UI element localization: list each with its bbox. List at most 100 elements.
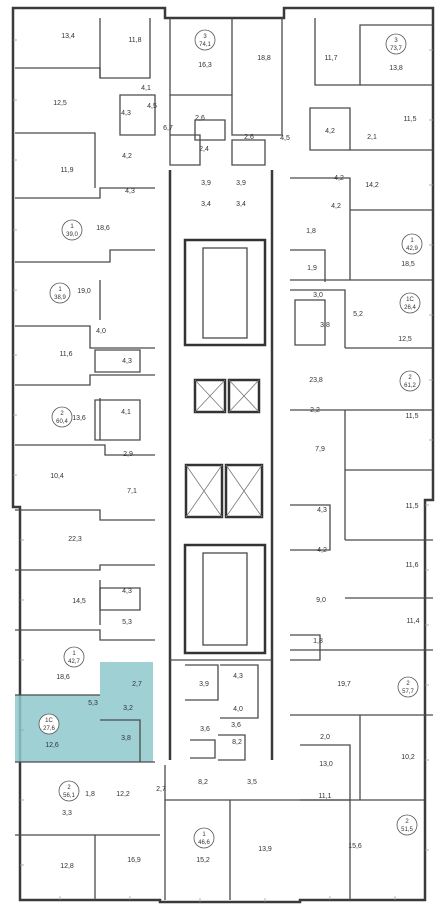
room-area-label: 12,5 — [53, 100, 67, 107]
room-area-label: 1,8 — [85, 791, 95, 798]
room-area-label: 15,6 — [348, 843, 362, 850]
svg-text:57,7: 57,7 — [402, 689, 414, 695]
apartment-badge[interactable]: 260,4 — [51, 406, 73, 428]
room-area-label: 12,8 — [60, 863, 74, 870]
apartment-badge[interactable]: 138,9 — [49, 282, 71, 304]
room-area-label: 1,8 — [313, 638, 323, 645]
room-area-label: 13,8 — [389, 65, 403, 72]
room-area-label: 5,3 — [88, 700, 98, 707]
room-area-label: 2,6 — [244, 134, 254, 141]
room-area-label: 4,2 — [122, 153, 132, 160]
room-area-label: 4,2 — [334, 175, 344, 182]
room-area-label: 6,7 — [163, 125, 173, 132]
room-area-label: 2,7 — [156, 786, 166, 793]
svg-text:42,9: 42,9 — [406, 246, 418, 252]
room-area-label: 10,4 — [50, 473, 64, 480]
elevator-1 — [193, 378, 227, 414]
room-area-label: 2,4 — [199, 146, 209, 153]
elevator-4 — [224, 463, 264, 519]
room-area-label: 14,5 — [72, 598, 86, 605]
room-area-label: 3,4 — [236, 201, 246, 208]
room-area-label: 23,8 — [309, 377, 323, 384]
svg-text:51,5: 51,5 — [401, 827, 413, 833]
room-area-label: 2,1 — [367, 134, 377, 141]
svg-text:27,6: 27,6 — [43, 726, 55, 732]
room-area-label: 11,8 — [128, 37, 141, 44]
svg-text:56,1: 56,1 — [63, 793, 75, 799]
svg-text:38,9: 38,9 — [54, 295, 66, 301]
room-area-label: 11,7 — [324, 55, 337, 62]
svg-text:60,4: 60,4 — [56, 419, 68, 425]
room-area-label: 4,3 — [233, 673, 243, 680]
svg-text:74,1: 74,1 — [199, 42, 211, 48]
room-area-label: 5,3 — [122, 619, 132, 626]
top-partitions — [169, 18, 433, 166]
svg-text:61,2: 61,2 — [404, 383, 416, 389]
apartment-badge[interactable]: 142,9 — [401, 233, 423, 255]
apartment-badge[interactable]: 251,5 — [396, 814, 418, 836]
room-area-label: 3,8 — [121, 735, 131, 742]
room-area-label: 12,5 — [398, 336, 412, 343]
svg-text:2: 2 — [60, 411, 64, 417]
room-area-label: 3,5 — [247, 779, 257, 786]
svg-text:2: 2 — [406, 681, 410, 687]
apartment-badge[interactable]: 256,1 — [58, 780, 80, 802]
bottom-partitions — [164, 659, 300, 900]
room-area-label: 7,9 — [315, 446, 325, 453]
room-area-label: 4,3 — [121, 110, 131, 117]
room-area-label: 13,0 — [319, 761, 333, 768]
room-area-label: 19,7 — [337, 681, 351, 688]
svg-text:2: 2 — [408, 375, 412, 381]
apartment-badge[interactable]: 142,7 — [63, 646, 85, 668]
room-area-label: 2,6 — [195, 115, 205, 122]
room-area-label: 10,2 — [401, 754, 415, 761]
svg-text:42,7: 42,7 — [68, 659, 80, 665]
room-area-label: 11,6 — [59, 351, 72, 358]
room-area-label: 11,1 — [318, 793, 331, 800]
room-area-label: 3,8 — [320, 322, 330, 329]
room-area-label: 2,7 — [132, 681, 142, 688]
room-area-label: 8,2 — [232, 739, 242, 746]
room-area-label: 14,2 — [365, 182, 379, 189]
apartment-badge[interactable]: 374,1 — [194, 29, 216, 51]
room-area-label: 13,6 — [72, 415, 86, 422]
apartment-badge[interactable]: 146,6 — [193, 827, 215, 849]
apartment-badge[interactable]: 139,0 — [61, 219, 83, 241]
room-area-label: 4,2 — [331, 203, 341, 210]
room-area-label: 4,3 — [122, 358, 132, 365]
svg-text:73,7: 73,7 — [390, 46, 402, 52]
room-area-label: 4,0 — [233, 706, 243, 713]
room-area-label: 3,3 — [62, 810, 72, 817]
room-area-label: 3,6 — [231, 722, 241, 729]
room-area-label: 3,9 — [199, 681, 209, 688]
room-area-label: 11,5 — [403, 116, 416, 123]
right-partitions — [290, 149, 433, 900]
room-area-label: 8,2 — [198, 779, 208, 786]
svg-text:46,6: 46,6 — [198, 840, 210, 846]
room-area-label: 3,6 — [200, 726, 210, 733]
room-area-label: 11,5 — [405, 413, 418, 420]
stair-top — [183, 238, 267, 347]
svg-text:1: 1 — [70, 224, 74, 230]
room-area-label: 4,0 — [96, 328, 106, 335]
room-area-label: 13,9 — [258, 846, 272, 853]
stair-core-bottom — [202, 552, 248, 646]
room-area-label: 5,2 — [353, 311, 363, 318]
room-area-label: 19,0 — [77, 288, 91, 295]
room-area-label: 4,5 — [280, 135, 290, 142]
svg-text:3: 3 — [394, 38, 398, 44]
room-area-label: 2,2 — [310, 407, 320, 414]
room-area-label: 11,9 — [60, 167, 73, 174]
room-area-label: 4,3 — [122, 588, 132, 595]
apartment-badge[interactable]: 257,7 — [397, 676, 419, 698]
room-area-label: 4,2 — [325, 128, 335, 135]
apartment-badge[interactable]: 261,2 — [399, 370, 421, 392]
svg-text:1: 1 — [58, 287, 62, 293]
apartment-badge[interactable]: 373,7 — [385, 33, 407, 55]
highlighted-apartment[interactable] — [15, 662, 153, 762]
room-area-label: 2,9 — [123, 451, 133, 458]
elevator-2 — [227, 378, 261, 414]
room-area-label: 4,1 — [141, 85, 151, 92]
